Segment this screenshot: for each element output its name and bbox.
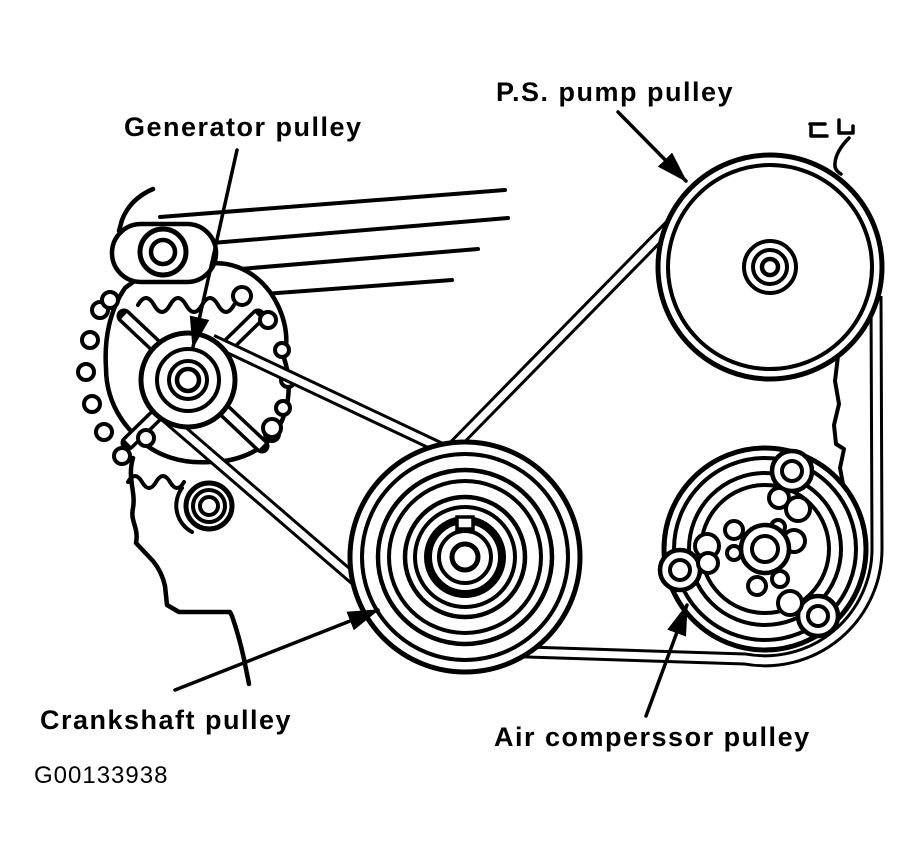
bracket-fin (210, 216, 510, 245)
bracket-fin (158, 188, 507, 219)
crankshaft-pulley-label: Crankshaft pulley (40, 705, 292, 735)
air-compressor-pulley (657, 445, 869, 653)
drive-belts (161, 208, 884, 668)
belt-core (210, 336, 447, 454)
figure-code: G00133938 (34, 762, 168, 789)
bracket-fin (226, 247, 480, 272)
compressor-center-hole (750, 534, 780, 564)
housing-bolt (100, 290, 120, 310)
casting-squiggle (136, 296, 236, 314)
generator-pulley-arrow (189, 148, 239, 349)
bracket-mark (833, 136, 851, 176)
ps-center-hole (759, 256, 781, 278)
belt-core (433, 210, 685, 467)
crank-keyway (455, 515, 475, 531)
ps-pump-pulley-arrow (616, 110, 688, 183)
leader-arrows (173, 110, 689, 718)
crank-center-hole (449, 541, 481, 573)
housing-bolt (261, 417, 283, 439)
bracket-mark (809, 125, 829, 138)
block-top-hook (116, 186, 156, 234)
crankshaft-pulley (347, 439, 583, 675)
idler-pulley-hub (198, 495, 220, 517)
housing-bolt (231, 285, 253, 307)
ps-pump-pulley (655, 152, 885, 382)
housing-bolt (136, 428, 156, 448)
mount-bolt-hole (148, 237, 178, 267)
generator-center-hole (174, 366, 202, 394)
belt-core (496, 295, 881, 665)
generator-pulley-label: Generator pulley (124, 112, 363, 142)
crankshaft-pulley-arrow (173, 608, 380, 692)
engine-block-outline (116, 118, 855, 687)
block-right-notch (832, 354, 846, 486)
casting-squiggle (126, 474, 186, 490)
belt-core (163, 414, 378, 600)
ps-pump-pulley-label: P.S. pump pulley (496, 77, 734, 107)
bracket-mark (837, 118, 855, 135)
idler-bracket-arc (174, 486, 194, 534)
air-compressor-pulley-arrow (644, 603, 689, 718)
air-compressor-pulley-label: Air comperssor pulley (494, 722, 811, 752)
block-left-profile (128, 455, 252, 687)
bracket-fin (236, 278, 454, 298)
generator-pulley (138, 330, 238, 430)
labels: Generator pulley P.S. pump pulley Cranks… (34, 77, 811, 789)
housing-bolt (258, 310, 278, 330)
